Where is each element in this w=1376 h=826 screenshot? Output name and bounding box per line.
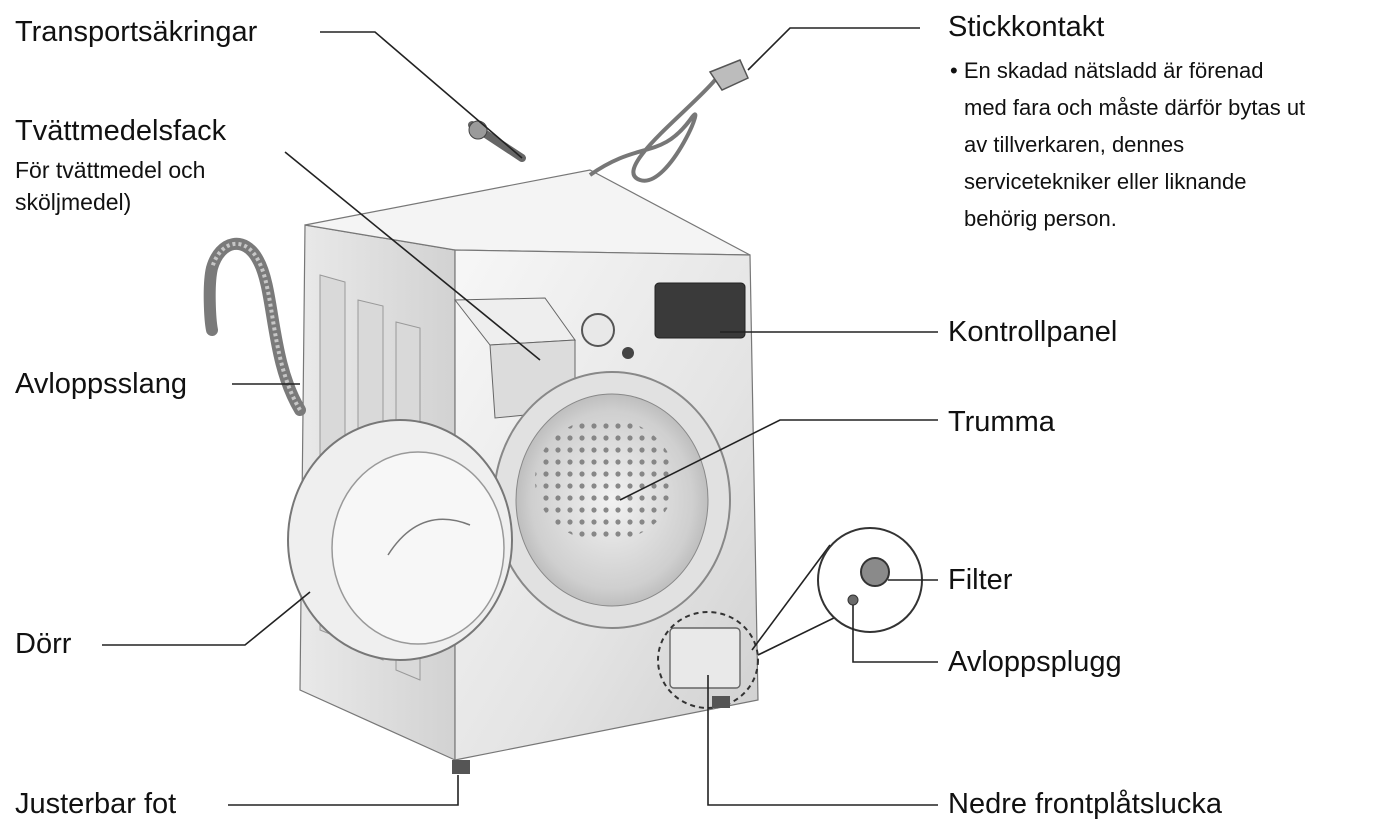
label-door: Dörr [15, 630, 71, 659]
adjustable-foot-right [712, 696, 730, 708]
label-detergent-sub2: sköljmedel) [15, 188, 131, 218]
label-filter: Filter [948, 566, 1012, 595]
label-power-plug: Stickkontakt [948, 13, 1104, 42]
lower-front-cover [670, 628, 740, 688]
power-cord [590, 80, 715, 181]
label-adjustable-foot: Justerbar fot [15, 790, 176, 819]
label-transport-bolts: Transportsäkringar [15, 18, 257, 47]
transport-bolt [469, 121, 522, 158]
note-line: • En skadad nätsladd är förenad [950, 52, 1305, 89]
drum-holes [535, 418, 675, 542]
power-plug-note: • En skadad nätsladd är förenad med fara… [950, 52, 1305, 237]
label-control-panel: Kontrollpanel [948, 318, 1117, 347]
drain-hose [210, 244, 300, 410]
label-drain-hose: Avloppsslang [15, 370, 187, 399]
label-detergent-drawer: Tvättmedelsfack [15, 117, 226, 146]
note-line: av tillverkaren, dennes [950, 126, 1305, 163]
filter-knob [861, 558, 889, 586]
power-button [622, 347, 634, 359]
drain-plug-part [848, 595, 858, 605]
door-glass [332, 452, 504, 644]
label-lower-front-cover: Nedre frontplåtslucka [948, 790, 1222, 819]
control-display [655, 283, 745, 338]
label-drain-plug: Avloppsplugg [948, 648, 1122, 677]
note-line: behörig person. [950, 200, 1305, 237]
program-dial [582, 314, 614, 346]
note-line: med fara och måste därför bytas ut [950, 89, 1305, 126]
note-line: servicetekniker eller liknande [950, 163, 1305, 200]
drum-assembly [494, 372, 730, 628]
label-drum: Trumma [948, 408, 1055, 437]
label-detergent-sub1: För tvättmedel och [15, 156, 205, 186]
filter-magnifier [752, 528, 922, 655]
open-door [288, 420, 512, 660]
adjustable-foot-left [452, 760, 470, 774]
power-plug [710, 60, 748, 90]
